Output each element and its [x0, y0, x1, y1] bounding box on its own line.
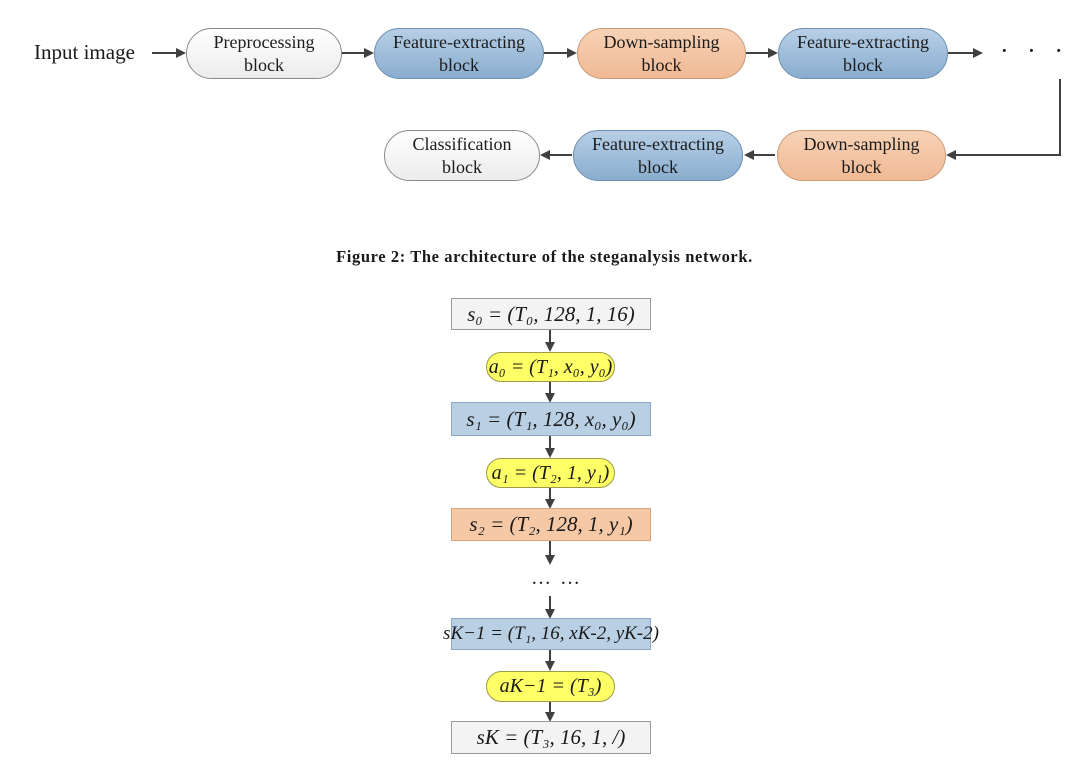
feature-extracting-block: Feature-extracting block — [374, 28, 544, 79]
state-sK: sK = (T₃, 16, 1, /) — [451, 721, 651, 754]
ellipsis: · · · — [1000, 36, 1069, 65]
input-image-label: Input image — [34, 40, 135, 64]
chain-ellipsis: … … — [531, 567, 582, 589]
state-s1: s₁ = (T₁, 128, x₀, y₀) — [451, 402, 651, 436]
state-s0: s₀ = (T₀, 128, 1, 16) — [451, 298, 651, 330]
figure-caption: Figure 2: The architecture of the stegan… — [336, 247, 753, 266]
down-sampling-block: Down-sampling block — [777, 130, 946, 181]
feature-extracting-block: Feature-extracting block — [778, 28, 948, 79]
action-a1: a₁ = (T₂, 1, y₁) — [486, 458, 615, 488]
action-aK-1: aK−1 = (T₃) — [486, 671, 615, 702]
down-sampling-block: Down-sampling block — [577, 28, 746, 79]
arrow-wraparound — [946, 79, 1061, 160]
state-sK-1: sK−1 = (T₁, 16, xK-2, yK-2) — [443, 618, 659, 650]
preprocessing-block: Preprocessing block — [186, 28, 342, 79]
feature-extracting-block: Feature-extracting block — [573, 130, 743, 181]
action-a0: a₀ = (T₁, x₀, y₀) — [486, 352, 615, 382]
state-s2: s₂ = (T₂, 128, 1, y₁) — [451, 508, 651, 541]
classification-block: Classification block — [384, 130, 540, 181]
